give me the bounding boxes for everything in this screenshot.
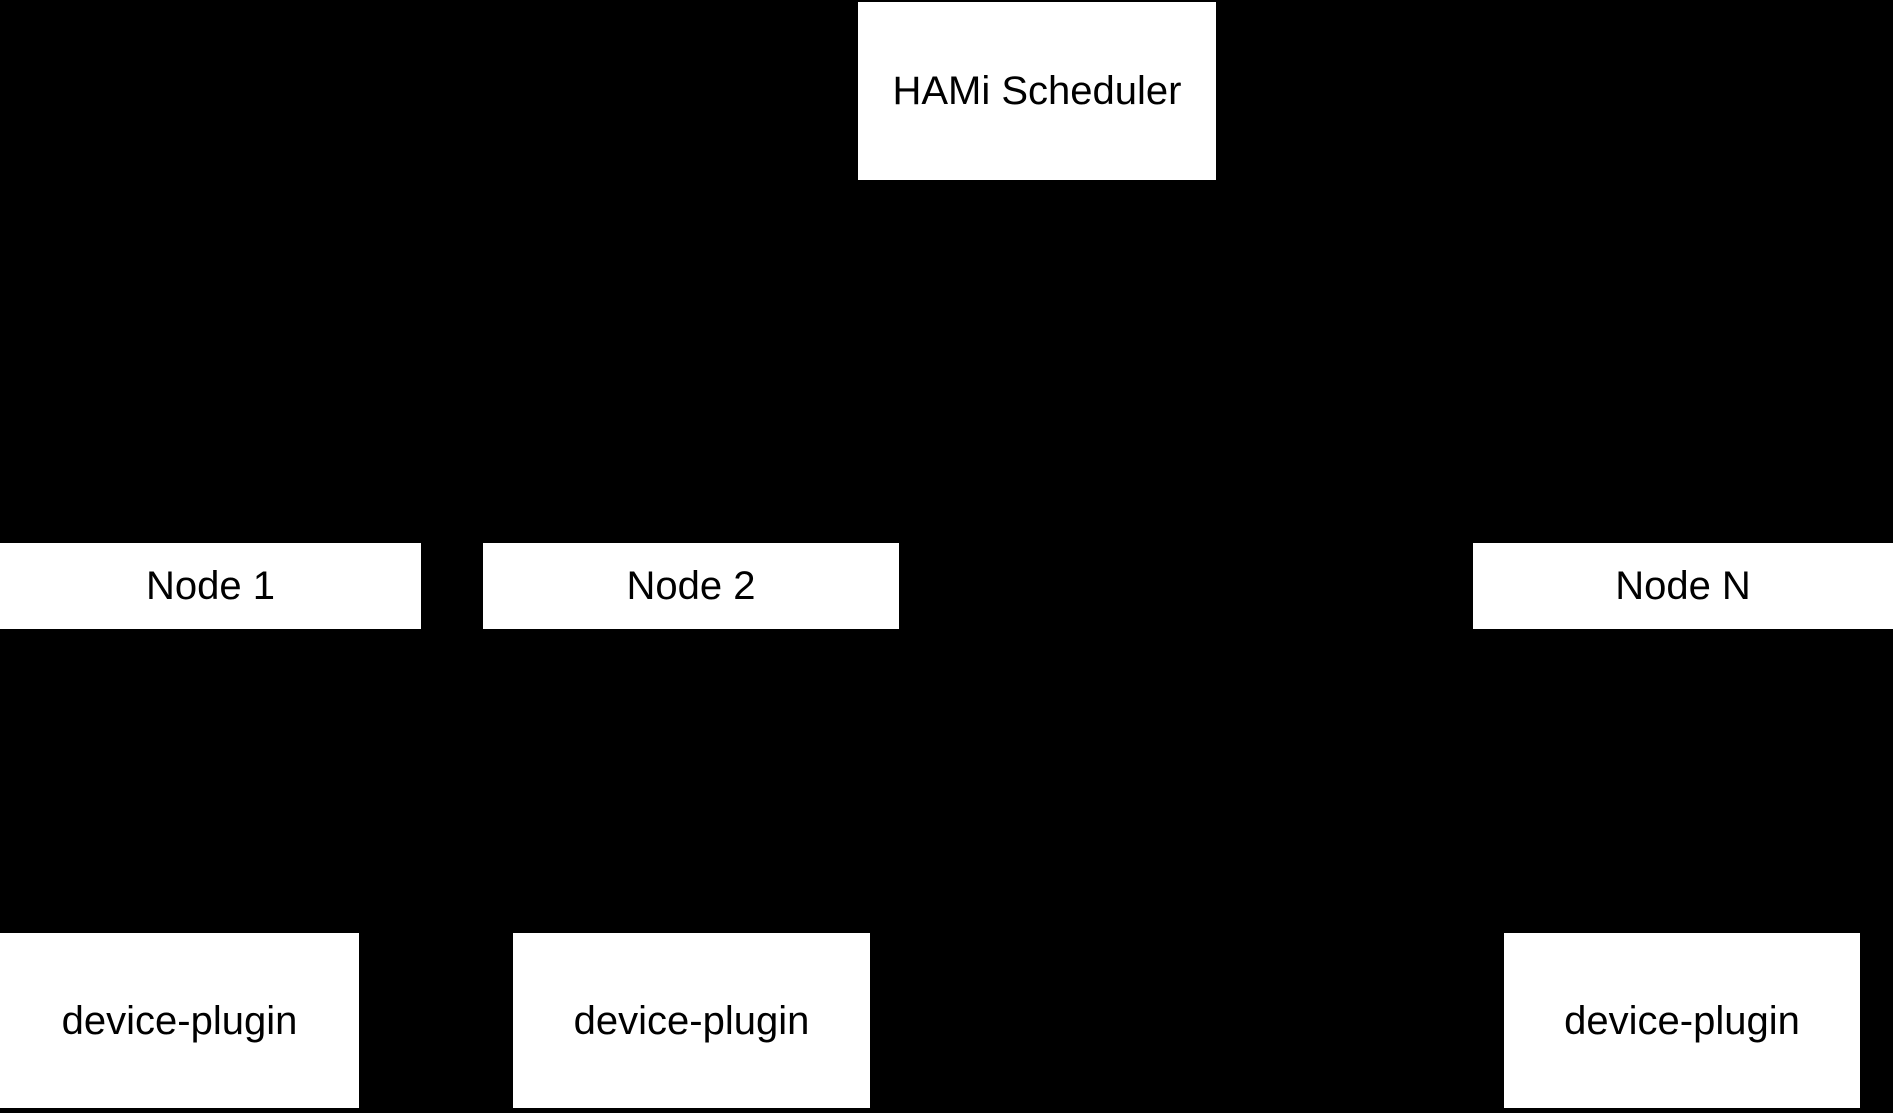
hami-scheduler-label: HAMi Scheduler (892, 69, 1182, 113)
node-1-box: Node 1 (0, 543, 421, 629)
device-plugin-2-label: device-plugin (573, 998, 810, 1043)
node-n-box: Node N (1473, 543, 1893, 629)
node-1-label: Node 1 (146, 564, 275, 608)
node-n-label: Node N (1615, 564, 1751, 608)
device-plugin-n-label: device-plugin (1564, 998, 1800, 1043)
device-plugin-2-box: device-plugin (513, 933, 870, 1108)
node-2-box: Node 2 (483, 543, 899, 629)
node-2-label: Node 2 (626, 564, 756, 608)
device-plugin-1-box: device-plugin (0, 933, 359, 1108)
hami-scheduler-box: HAMi Scheduler (858, 2, 1216, 180)
device-plugin-1-label: device-plugin (61, 998, 298, 1043)
device-plugin-n-box: device-plugin (1504, 933, 1860, 1108)
